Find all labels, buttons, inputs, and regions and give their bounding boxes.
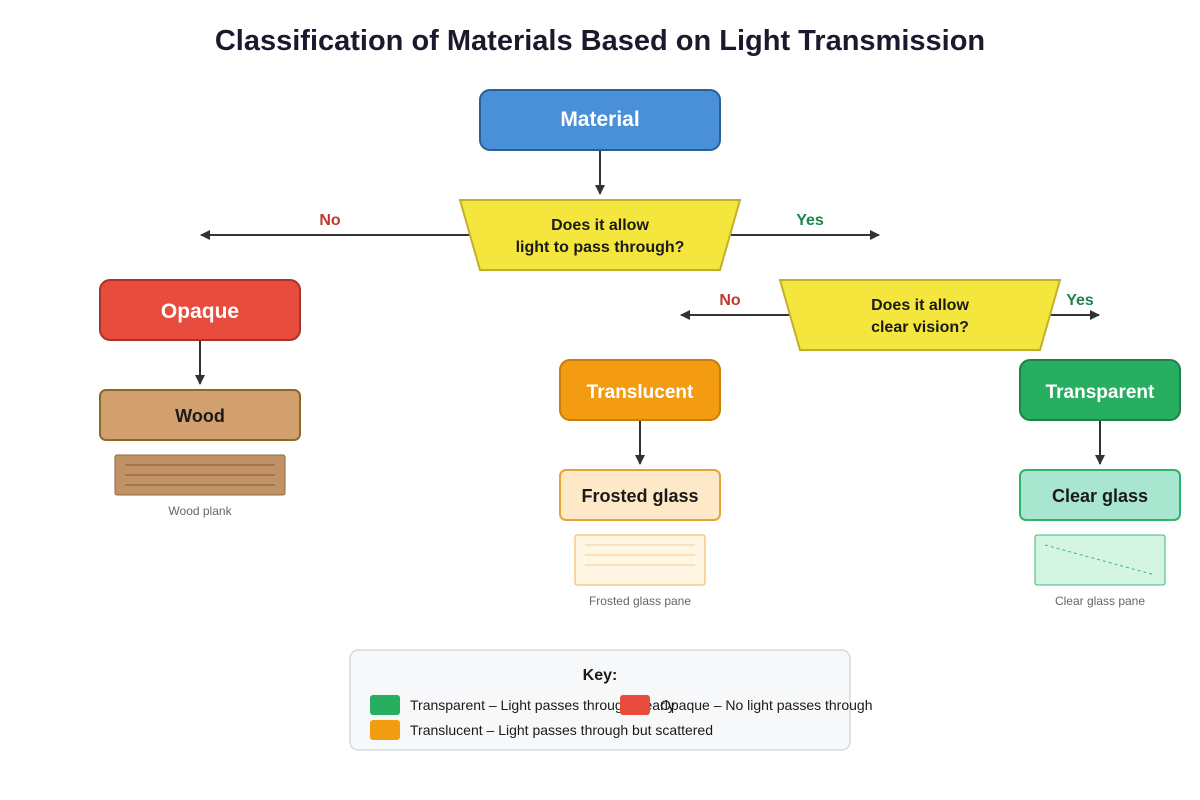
branch-label-clear-yes: Yes (1066, 292, 1094, 309)
wood-plank-illustration: Wood plank (114, 454, 286, 518)
node-frosted-glass-box (559, 469, 721, 521)
node-clear-glass: Clear glass (1019, 469, 1181, 521)
node-translucent: Translucent (559, 359, 721, 421)
decision-light-passes-line1: Does it allow (551, 217, 649, 234)
node-opaque-label: Opaque (161, 300, 239, 323)
node-wood-box (99, 389, 301, 441)
clear-pane-glint (1044, 544, 1156, 576)
node-material-box (479, 89, 721, 151)
node-transparent: Transparent (1019, 359, 1181, 421)
legend-swatch-transparent (370, 695, 400, 715)
node-opaque: Opaque (99, 279, 301, 341)
node-opaque-box (99, 279, 301, 341)
decision-clear-vision: Does it allow clear vision? (778, 279, 1062, 351)
decision-clear-vision-line2: clear vision? (871, 319, 969, 336)
wood-plank-caption: Wood plank (168, 504, 232, 518)
legend-title: Key: (583, 667, 618, 684)
branch-label-light-yes: Yes (796, 212, 824, 229)
legend-text-translucent: Translucent – Light passes through but s… (410, 722, 713, 738)
node-clear-glass-box (1019, 469, 1181, 521)
node-transparent-label: Transparent (1046, 382, 1155, 403)
branch-label-light-no: No (319, 212, 341, 229)
node-material: Material (479, 89, 721, 151)
clear-pane-illustration: Clear glass pane (1034, 534, 1166, 608)
decision-light-passes-shape (458, 199, 742, 271)
legend-text-opaque: Opaque – No light passes through (660, 697, 872, 713)
decision-light-passes: Does it allow light to pass through? (458, 199, 742, 271)
decision-light-passes-line2: light to pass through? (516, 239, 685, 256)
clear-pane-caption: Clear glass pane (1055, 594, 1145, 608)
node-wood: Wood (99, 389, 301, 441)
frosted-pane-caption: Frosted glass pane (589, 594, 691, 608)
node-frosted-glass-label: Frosted glass (581, 486, 698, 506)
node-translucent-box (559, 359, 721, 421)
node-clear-glass-label: Clear glass (1052, 486, 1148, 506)
decision-clear-vision-line1: Does it allow (871, 297, 969, 314)
node-translucent-label: Translucent (587, 382, 694, 403)
diagram-title: Classification of Materials Based on Lig… (215, 25, 985, 57)
branch-label-clear-no: No (719, 292, 741, 309)
clear-pane-shape (1034, 534, 1166, 586)
node-material-label: Material (560, 108, 639, 131)
decision-clear-vision-shape (778, 279, 1062, 351)
node-transparent-box (1019, 359, 1181, 421)
legend-swatch-opaque (620, 695, 650, 715)
legend-box (349, 649, 851, 751)
legend: Key: Transparent – Light passes through … (349, 649, 872, 751)
node-frosted-glass: Frosted glass (559, 469, 721, 521)
frosted-pane-shape (574, 534, 706, 586)
legend-swatch-translucent (370, 720, 400, 740)
frosted-pane-illustration: Frosted glass pane (574, 534, 706, 608)
node-wood-label: Wood (175, 406, 225, 426)
legend-text-transparent: Transparent – Light passes through clear… (410, 697, 675, 713)
